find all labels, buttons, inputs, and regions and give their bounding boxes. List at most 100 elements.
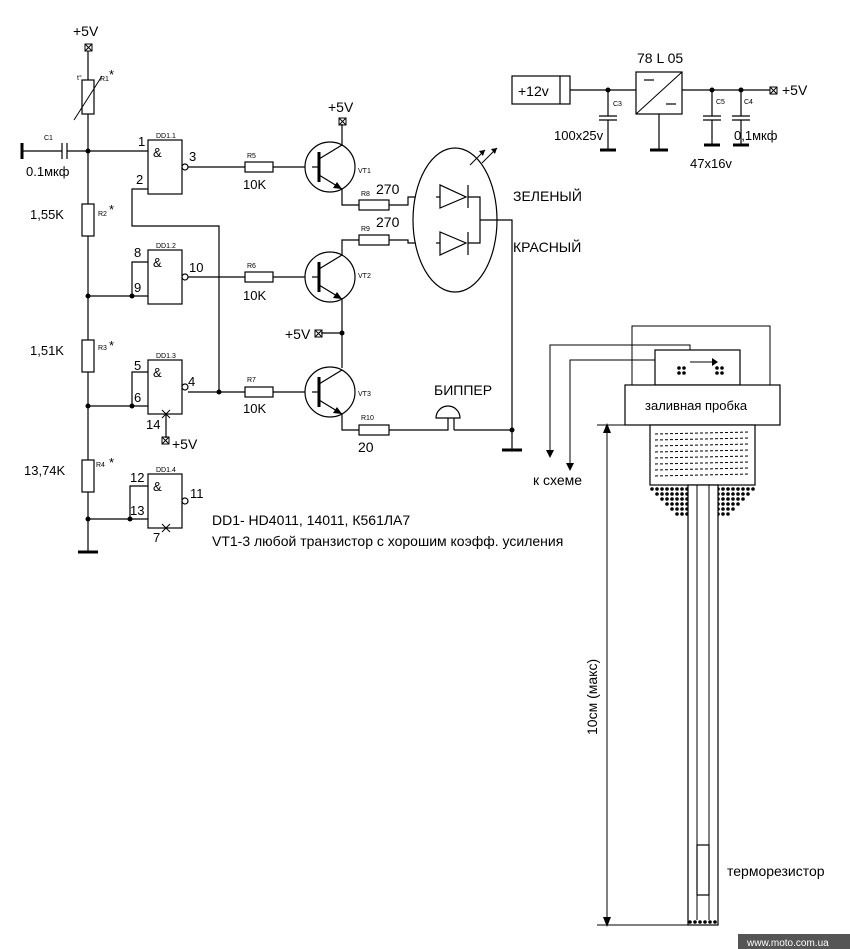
r4-star: * [109, 455, 114, 470]
pin-number: 5 [134, 358, 141, 373]
cap-label: заливная пробка [645, 398, 748, 413]
resistor-r3: R3 * 1,51K [30, 338, 114, 373]
pin-number: 7 [153, 530, 160, 545]
gate-dd1-2: DD1.2 & 8 9 10 [134, 243, 203, 305]
gate-ref: DD1.1 [156, 133, 176, 140]
length-label: 10см (макс) [584, 659, 600, 735]
beeper: БИППЕР [434, 382, 492, 430]
thermistor-label: терморезистор [727, 863, 825, 879]
r3-star: * [109, 338, 114, 353]
watermark: www.moto.com.ua [746, 938, 829, 949]
resistor-r8: R8 270 [358, 181, 400, 211]
vin-label: +12v [518, 83, 549, 99]
thermistor-r1: t° R1 * [73, 67, 114, 121]
resistor-r2: R2 * 1,55K [30, 202, 114, 237]
gate-ref: DD1.4 [156, 467, 176, 474]
resistor-r10: R10 20 [358, 415, 390, 455]
r1-ref: R1 [100, 76, 109, 83]
r3-ref: R3 [98, 345, 107, 352]
gate-dd1-4: DD1.4 & 12 13 11 7 [130, 467, 204, 545]
gate-symbol: & [153, 255, 162, 270]
gate-ref: DD1.2 [156, 243, 176, 250]
supply-terminal-out: +5V [769, 82, 808, 98]
note-transistor: VT1-3 любой транзистор с хорошим коэфф. … [212, 533, 563, 549]
green-label: ЗЕЛЕНЫЙ [513, 187, 582, 204]
wire [341, 414, 359, 431]
r2-value: 1,55K [30, 207, 64, 222]
pin-number: 10 [189, 260, 203, 275]
wire [129, 485, 148, 520]
watermark-bar [738, 934, 850, 949]
pin-number: 3 [189, 149, 196, 164]
to-circuit-label: к схеме [533, 472, 582, 488]
gate-ref: DD1.3 [156, 353, 176, 360]
capacitor-c1: C1 0.1мкф [20, 135, 88, 179]
resistor-r6: R6 10K [243, 263, 274, 303]
pin-number: 11 [190, 486, 204, 501]
supply-terminal-vt3: +5V [285, 326, 323, 342]
pin-number: 14 [146, 417, 160, 432]
r5-value: 10K [243, 177, 266, 192]
red-label: КРАСНЫЙ [513, 238, 581, 255]
beeper-label: БИППЕР [434, 382, 492, 398]
c3-value: 100x25v [554, 128, 604, 143]
r1-star: * [109, 67, 114, 82]
r9-ref: R9 [361, 226, 370, 233]
pin-number: 2 [136, 172, 143, 187]
r5-ref: R5 [247, 153, 256, 160]
gate-dd1-3: DD1.3 & 5 6 4 14 [134, 353, 195, 432]
pin-number: 9 [134, 280, 141, 295]
r4-value: 13,74K [24, 463, 66, 478]
vcc-vt3-label: +5V [285, 326, 311, 342]
input-12v-box: +12v [511, 75, 571, 105]
pin-number: 4 [188, 374, 195, 389]
resistor-r4: R4 * 13,74K [24, 455, 114, 493]
vt1-ref: VT1 [358, 168, 371, 175]
vcc-top-label: +5V [73, 23, 99, 39]
r8-ref: R8 [361, 191, 370, 198]
sensor-probe: заливная пробка 10см (макс) [546, 325, 781, 927]
r6-ref: R6 [247, 263, 256, 270]
supply-terminal-pin14: +5V [161, 436, 198, 452]
c5-ref: C5 [716, 99, 725, 106]
r6-value: 10K [243, 288, 266, 303]
resistor-r9: R9 270 [358, 214, 400, 246]
supply-terminal-top: +5V [73, 23, 99, 52]
vout-label: +5V [782, 82, 808, 98]
r7-value: 10K [243, 401, 266, 416]
capacitor-c4: C4 0,1мкф [732, 90, 778, 147]
pin-number: 6 [134, 390, 141, 405]
r9-value: 270 [376, 214, 400, 230]
pin-number: 12 [130, 470, 144, 485]
resistor-r5: R5 10K [243, 153, 274, 192]
wire [131, 371, 148, 407]
pin-number: 1 [138, 134, 145, 149]
transistor-vt1: VT1 [304, 141, 371, 193]
wire [341, 239, 359, 255]
c1-value: 0.1мкф [26, 164, 70, 179]
r2-star: * [109, 202, 114, 217]
gate-symbol: & [153, 145, 162, 160]
r7-ref: R7 [247, 377, 256, 384]
c4-ref: C4 [744, 99, 753, 106]
r10-value: 20 [358, 439, 374, 455]
c3-ref: C3 [613, 101, 622, 108]
r3-value: 1,51K [30, 343, 64, 358]
vt3-ref: VT3 [358, 391, 371, 398]
wire [389, 418, 449, 431]
capacitor-c3: C3 100x25v [554, 90, 622, 152]
r2-ref: R2 [98, 211, 107, 218]
gate-symbol: & [153, 365, 162, 380]
vcc-pin14-label: +5V [172, 436, 198, 452]
regulator-7805: 78 L 05 [635, 50, 683, 115]
note-ic-type: DD1- HD4011, 14011, К561ЛА7 [212, 512, 410, 528]
c5-value: 47x16v [690, 156, 732, 171]
r10-ref: R10 [361, 415, 374, 422]
capacitor-c5: C5 47x16v [690, 90, 732, 171]
c1-ref: C1 [44, 135, 53, 142]
vt2-ref: VT2 [358, 273, 371, 280]
wire [131, 188, 220, 392]
gate-dd1-1: DD1.1 & 1 2 3 [136, 133, 196, 195]
wire [131, 261, 148, 297]
pin-number: 8 [134, 245, 141, 260]
